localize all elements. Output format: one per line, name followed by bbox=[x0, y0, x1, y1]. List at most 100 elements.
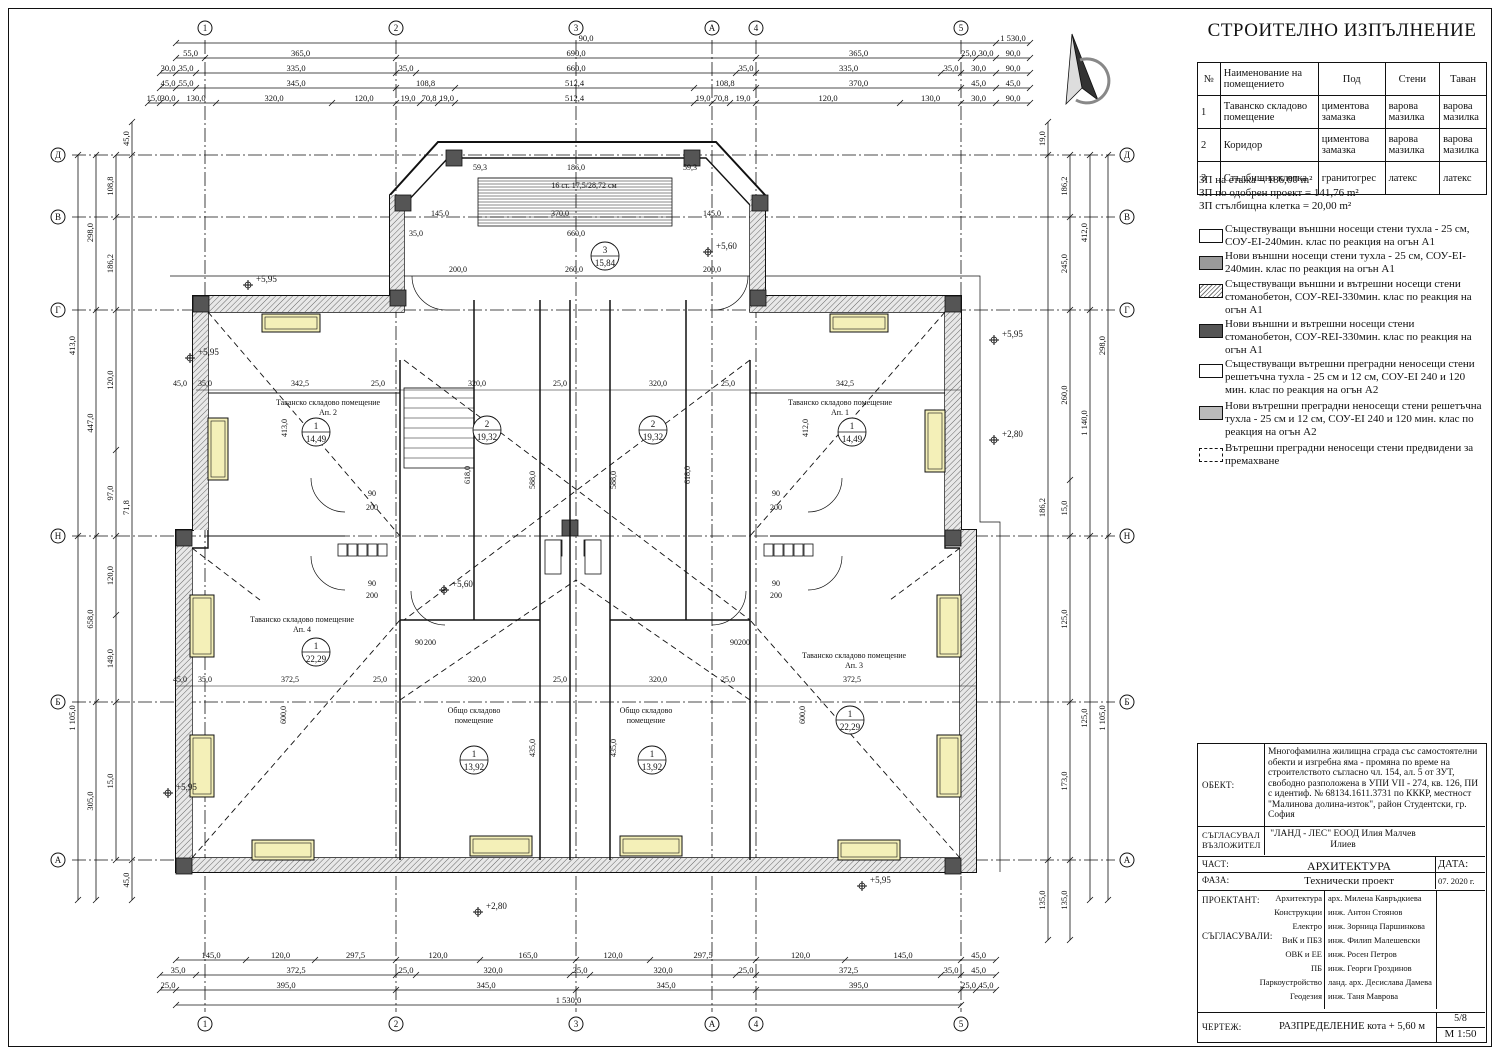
dim-label: 19,0 bbox=[696, 93, 711, 103]
window bbox=[189, 594, 215, 658]
inner-dim-label: 372,5 bbox=[843, 675, 861, 684]
dim-left-2-tick bbox=[92, 698, 100, 706]
dim-bot-2-tick bbox=[392, 971, 400, 979]
window-sash bbox=[264, 316, 318, 330]
level-label: +5,95 bbox=[198, 347, 219, 357]
column bbox=[445, 149, 463, 167]
dim-label: 15,0 bbox=[105, 774, 115, 789]
sheet-title: СТРОИТЕЛНО ИЗПЪЛНЕНИЕ bbox=[1207, 20, 1477, 41]
axis-bubble bbox=[50, 302, 66, 318]
dim-bot-3-tick bbox=[992, 986, 1000, 994]
legend-swatch bbox=[1199, 406, 1223, 420]
dim-label: 345,0 bbox=[476, 980, 495, 990]
dim-label: 45,0 bbox=[971, 78, 986, 88]
door-label: 90 bbox=[368, 489, 376, 498]
dim-right-3-tick bbox=[1066, 698, 1074, 706]
dim-label: 345,0 bbox=[286, 78, 305, 88]
vent-block bbox=[347, 543, 358, 557]
axis-label: Н bbox=[1124, 531, 1131, 541]
axis-bubble bbox=[953, 1016, 969, 1032]
legend-label: Нови външни и вътрешни носещи стени стом… bbox=[1225, 318, 1472, 356]
room-number: 1 bbox=[314, 421, 319, 431]
inner-dim-label: 200,0 bbox=[703, 265, 721, 274]
dim-top-4-tick bbox=[1026, 84, 1034, 92]
dim-bot-3-tick bbox=[752, 986, 760, 994]
room-name: Ап. 1 bbox=[831, 408, 849, 417]
dim-label: 90,0 bbox=[579, 33, 594, 43]
dim-label: 19,0 bbox=[401, 93, 416, 103]
legend-label: Съществуващи вътрешни преградни неносещи… bbox=[1225, 358, 1475, 396]
designer-row: ОВК и ЕЕ инж. Росен Петров bbox=[1285, 949, 1397, 959]
dim-bot-2-tick bbox=[957, 971, 965, 979]
dim-label: 120,0 bbox=[105, 566, 115, 585]
dim-right-3-tick bbox=[1066, 213, 1074, 221]
dim-label: 45,0 bbox=[161, 78, 176, 88]
dim-right-4-tick bbox=[1044, 936, 1052, 944]
dim-top-5-tick bbox=[212, 99, 220, 107]
dim-label: 15,0 bbox=[147, 93, 162, 103]
axis-label: 2 bbox=[394, 23, 399, 33]
axis-bubble bbox=[197, 1016, 213, 1032]
dim-label: 120,0 bbox=[428, 950, 447, 960]
dim-label: 19,0 bbox=[439, 93, 454, 103]
dim-top-5-tick bbox=[726, 99, 734, 107]
axis-bubble bbox=[748, 1016, 764, 1032]
door-swing bbox=[310, 555, 346, 591]
dim-top-2-tick bbox=[172, 54, 180, 62]
dim-bot-4-tick bbox=[172, 1001, 180, 1009]
window-sash bbox=[832, 316, 886, 330]
axis-label: Б bbox=[55, 697, 60, 707]
room-area: 13,92 bbox=[642, 762, 662, 772]
axis-bubble bbox=[388, 1016, 404, 1032]
dim-bot-2-tick bbox=[156, 971, 164, 979]
inner-dim-label: 435,0 bbox=[528, 739, 537, 757]
dim-right-1-tick bbox=[1104, 532, 1112, 540]
dim-label: 365,0 bbox=[849, 48, 868, 58]
dim-label: 30,0 bbox=[971, 63, 986, 73]
legend-item: Съществуващи вътрешни преградни неносещи… bbox=[1197, 358, 1487, 398]
col-no: № bbox=[1197, 62, 1221, 96]
vent-block bbox=[367, 543, 378, 557]
demolition-line bbox=[399, 579, 577, 701]
room-name: Ап. 4 bbox=[293, 625, 311, 634]
dim-right-3-tick bbox=[1066, 151, 1074, 159]
dim-label: 245,0 bbox=[1059, 254, 1069, 273]
dim-left-3-tick bbox=[112, 532, 120, 540]
room-area: 14,49 bbox=[842, 434, 863, 444]
legend-swatch bbox=[1199, 256, 1223, 270]
axis-label: 3 bbox=[574, 23, 579, 33]
dim-right-2-tick bbox=[1086, 306, 1094, 314]
door-label: 90 bbox=[368, 579, 376, 588]
dim-label: 25,0 bbox=[961, 48, 976, 58]
room-area: 14,49 bbox=[306, 434, 327, 444]
dim-bot-1-tick bbox=[752, 956, 760, 964]
designer-row: Електро инж. Зорница Паршинкова bbox=[1292, 921, 1425, 931]
inner-dim-label: 435,0 bbox=[609, 739, 618, 757]
door-label: 90 bbox=[772, 489, 780, 498]
part-value: АРХИТЕКТУРА bbox=[1306, 859, 1392, 873]
door-label: 200 bbox=[366, 591, 378, 600]
demolition-line bbox=[191, 547, 261, 601]
dim-bot-2-tick bbox=[566, 971, 574, 979]
dim-top-4-tick bbox=[957, 84, 965, 92]
inner-dim-label: 59,3 bbox=[473, 163, 487, 172]
dim-left-3-tick bbox=[112, 306, 120, 314]
wall-hatch bbox=[193, 296, 390, 312]
level-mark bbox=[703, 247, 713, 257]
dim-bot-1-tick bbox=[572, 956, 580, 964]
north-arrow-ring bbox=[1075, 57, 1111, 105]
room-area: 22,29 bbox=[306, 654, 327, 664]
legend-item: Съществуващи външни носещи стени тухла -… bbox=[1197, 223, 1487, 259]
row-walls: латекс bbox=[1384, 161, 1441, 195]
door-label: 200 bbox=[424, 638, 436, 647]
dim-top-4-tick bbox=[156, 84, 164, 92]
dim-label: 412,0 bbox=[1079, 223, 1089, 242]
door-swing bbox=[807, 477, 843, 513]
inner-dim-label: 145,0 bbox=[703, 209, 721, 218]
dim-top-2-tick bbox=[957, 54, 965, 62]
door-label: 90 bbox=[730, 638, 738, 647]
room-number: 1 bbox=[650, 749, 655, 759]
room-name: Таванско складово помещение bbox=[276, 398, 381, 407]
sheet-number: 5/8 bbox=[1454, 1013, 1467, 1024]
column bbox=[751, 194, 769, 212]
